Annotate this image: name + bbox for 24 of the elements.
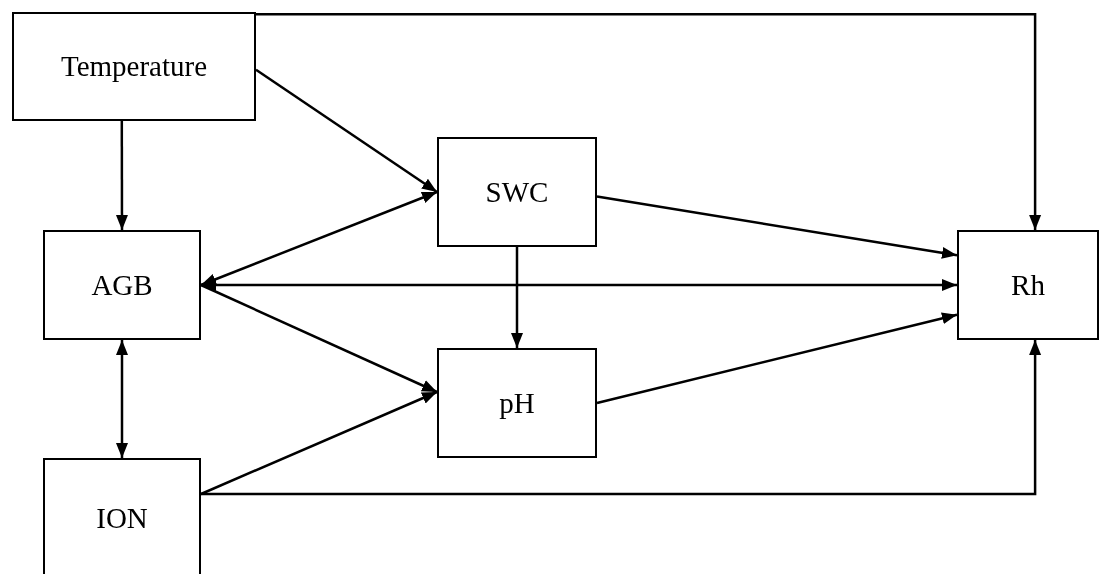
- variable-label: Temperature: [60, 50, 208, 83]
- variable-label: SWC: [485, 175, 549, 209]
- variable-box: [957, 230, 1099, 340]
- variable-box: [43, 230, 201, 340]
- arrow: [596, 312, 958, 405]
- variable-label: pH: [499, 386, 535, 420]
- arrow: [200, 190, 438, 287]
- arrow: [116, 340, 128, 458]
- arrow: [201, 340, 1042, 496]
- variable-box: [12, 12, 256, 121]
- arrow: [115, 121, 128, 230]
- arrow: [201, 279, 957, 291]
- variable-box: [437, 137, 597, 247]
- arrow: [200, 283, 438, 394]
- arrow: [596, 195, 958, 259]
- variable-label: Rh: [1011, 268, 1045, 302]
- variable-label: AGB: [91, 268, 153, 302]
- arrow: [255, 68, 438, 194]
- arrow: [200, 390, 438, 496]
- arrow: [256, 12, 1042, 230]
- variable-box: [43, 458, 201, 574]
- variable-label: ION: [96, 501, 148, 535]
- arrow: [511, 247, 523, 348]
- variable-box: [437, 348, 597, 458]
